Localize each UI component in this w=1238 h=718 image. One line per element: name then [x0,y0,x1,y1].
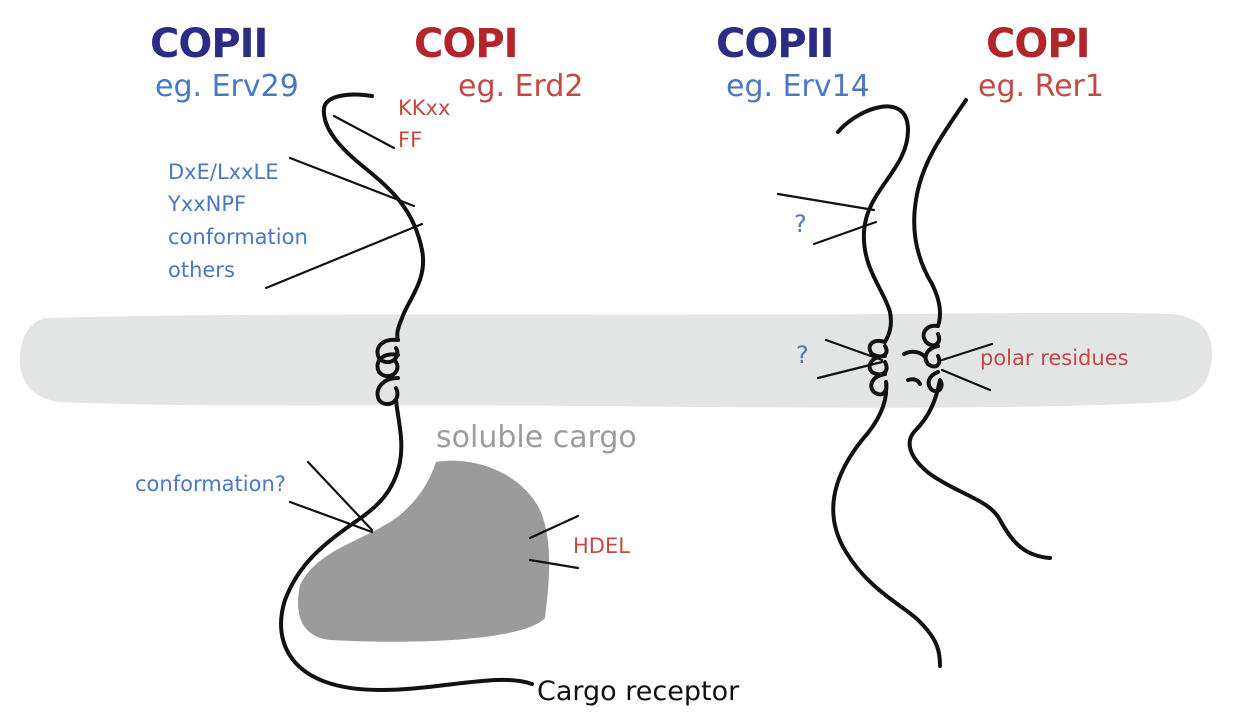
receptor-strand-cytosolic [321,92,426,342]
receptor-strand-luminal [279,398,534,692]
conformation-pointer-b [288,500,374,534]
copi-motif-kkxx: KKxx [398,96,451,120]
hdel-pointer-a [528,514,580,540]
copii-motif-dxe: DxE/LxxLE [168,160,279,184]
rer1-tm-hook-a [902,349,926,358]
luminal-conformation-label: conformation? [135,472,286,496]
receptor-strand-transmembrane [375,337,400,407]
copi-motif-ff: FF [398,128,423,152]
rer1-tm-pointer-b [940,368,992,392]
erv14-cyto-pointer-a [776,192,876,212]
left-copii-title: COPII [150,21,268,67]
erv14-tm-pointer-a [824,338,884,362]
dxe-pointer [288,156,416,208]
left-copi-example: eg. Erd2 [458,69,584,104]
left-copii-example: eg. Erv29 [155,69,299,104]
hdel-label: HDEL [573,534,630,558]
others-pointer [264,222,424,290]
rer1-strand [907,98,1052,560]
kkxx-pointer [332,114,396,150]
rer1-tm-hook-b [906,377,922,386]
copii-motif-others: others [168,258,235,282]
soluble-cargo-label: soluble cargo [436,420,637,455]
left-copi-title: COPI [414,21,519,67]
right-copi-example: eg. Rer1 [978,69,1104,104]
erv14-cyto-question: ? [794,210,807,238]
copii-motif-yxxnpf: YxxNPF [168,192,247,216]
soluble-cargo-blob [298,460,550,642]
right-copii-title: COPII [716,21,834,67]
conformation-pointer-a [306,460,374,532]
hdel-pointer-b [528,558,580,570]
erv14-tm-pointer-b [816,360,884,380]
right-copi-title: COPI [986,21,1091,67]
polar-residues-label: polar residues [980,346,1129,370]
right-copii-example: eg. Erv14 [726,69,870,104]
erv14-cyto-pointer-b [812,220,878,246]
erv14-tm-question: ? [796,341,809,369]
cargo-receptor-label: Cargo receptor [537,676,740,707]
copii-motif-conformation: conformation [168,225,308,249]
membrane-band [20,312,1212,408]
rer1-tm-pointer-a [940,342,994,362]
